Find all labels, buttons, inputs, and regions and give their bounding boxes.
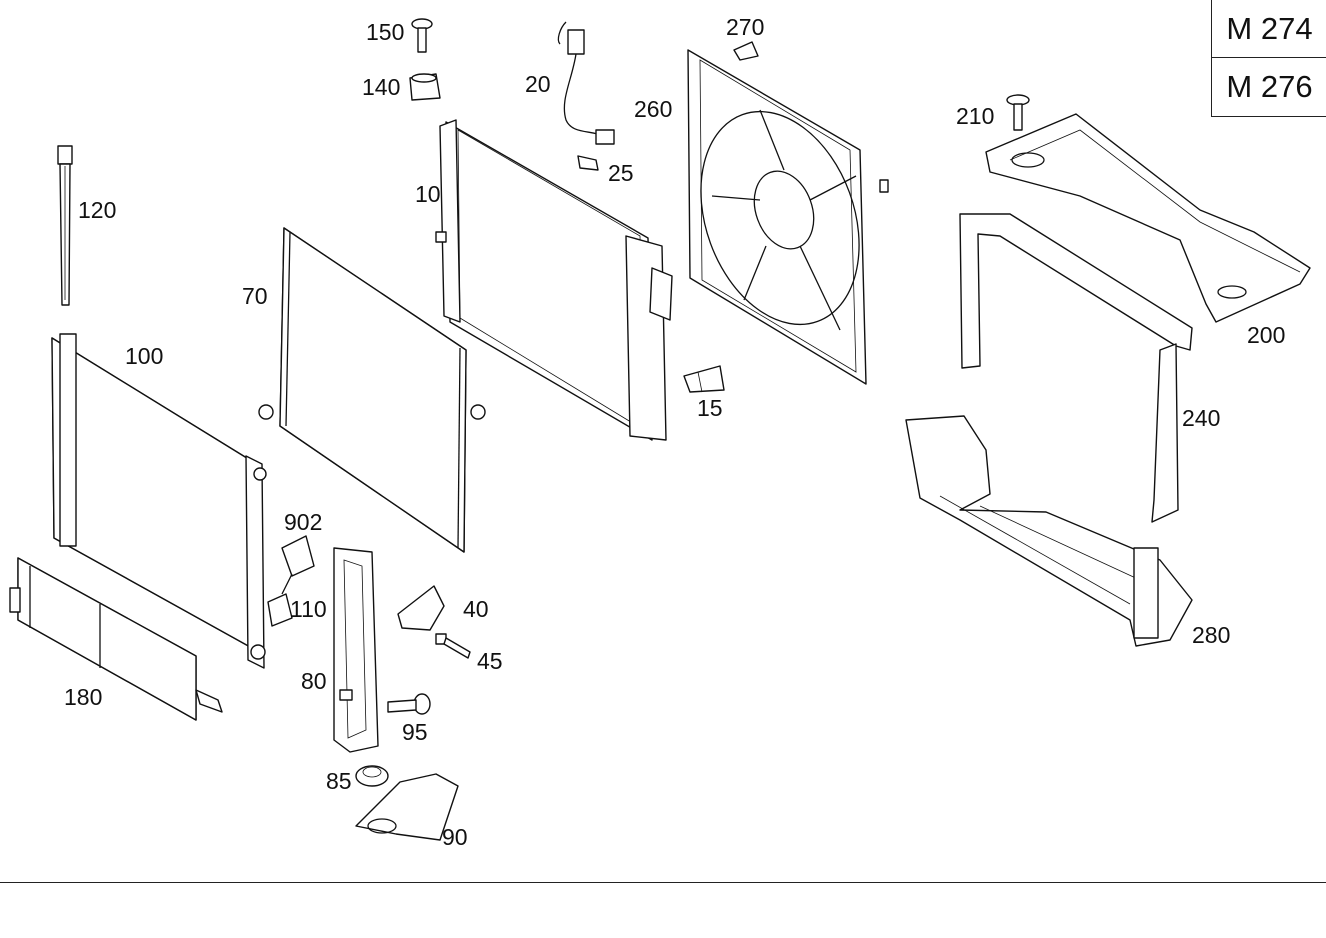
callout-45: 45 — [477, 648, 503, 674]
part-40-bracket — [397, 585, 445, 631]
part-270-clip — [733, 41, 759, 61]
part-95-bolt — [387, 693, 431, 715]
part-80-side-bracket — [333, 547, 379, 753]
part-280-air-guide — [905, 415, 1193, 647]
callout-280: 280 — [1192, 622, 1230, 648]
part-200-cross-member — [985, 113, 1311, 323]
callout-70: 70 — [242, 283, 268, 309]
part-902-seal — [281, 535, 315, 577]
callout-110: 110 — [290, 596, 327, 622]
bottom-divider — [0, 882, 1326, 883]
part-10-radiator — [435, 119, 673, 441]
part-85-mount — [355, 765, 389, 787]
callout-85: 85 — [326, 768, 352, 794]
callout-240: 240 — [1182, 405, 1220, 431]
callout-20: 20 — [525, 71, 551, 97]
part-210-rivet — [1006, 94, 1030, 131]
callout-200: 200 — [1247, 322, 1285, 348]
part-120-rod — [57, 145, 73, 306]
part-45-bolt — [435, 633, 471, 659]
part-260-fan-shroud — [687, 49, 889, 385]
engine-code-box: M 274 M 276 — [1211, 0, 1326, 117]
callout-15: 15 — [697, 395, 723, 421]
part-20-sensor — [557, 21, 615, 145]
callout-25: 25 — [608, 160, 634, 186]
part-25-clip — [577, 155, 599, 171]
part-70-condenser — [258, 227, 486, 553]
callout-80: 80 — [301, 668, 327, 694]
callout-10: 10 — [415, 181, 441, 207]
callout-902: 902 — [284, 509, 322, 535]
callout-40: 40 — [463, 596, 489, 622]
part-140-grommet — [409, 73, 441, 101]
engine-code-m274: M 274 — [1212, 0, 1326, 58]
callout-260: 260 — [634, 96, 672, 122]
engine-code-m276: M 276 — [1226, 68, 1313, 104]
part-110-sensor — [267, 573, 293, 627]
part-90-support — [355, 773, 459, 841]
part-150-rivet — [411, 18, 433, 53]
callout-100: 100 — [125, 343, 163, 369]
part-180-oil-cooler — [9, 557, 223, 721]
callout-90: 90 — [442, 824, 468, 850]
callout-120: 120 — [78, 197, 116, 223]
part-100-condenser — [51, 333, 267, 669]
callout-140: 140 — [362, 74, 400, 100]
part-240-side-members — [959, 213, 1193, 523]
callout-270: 270 — [726, 14, 764, 40]
callout-210: 210 — [956, 103, 994, 129]
callout-150: 150 — [366, 19, 404, 45]
callout-95: 95 — [402, 719, 428, 745]
part-15-bracket — [683, 365, 725, 393]
callout-180: 180 — [64, 684, 102, 710]
